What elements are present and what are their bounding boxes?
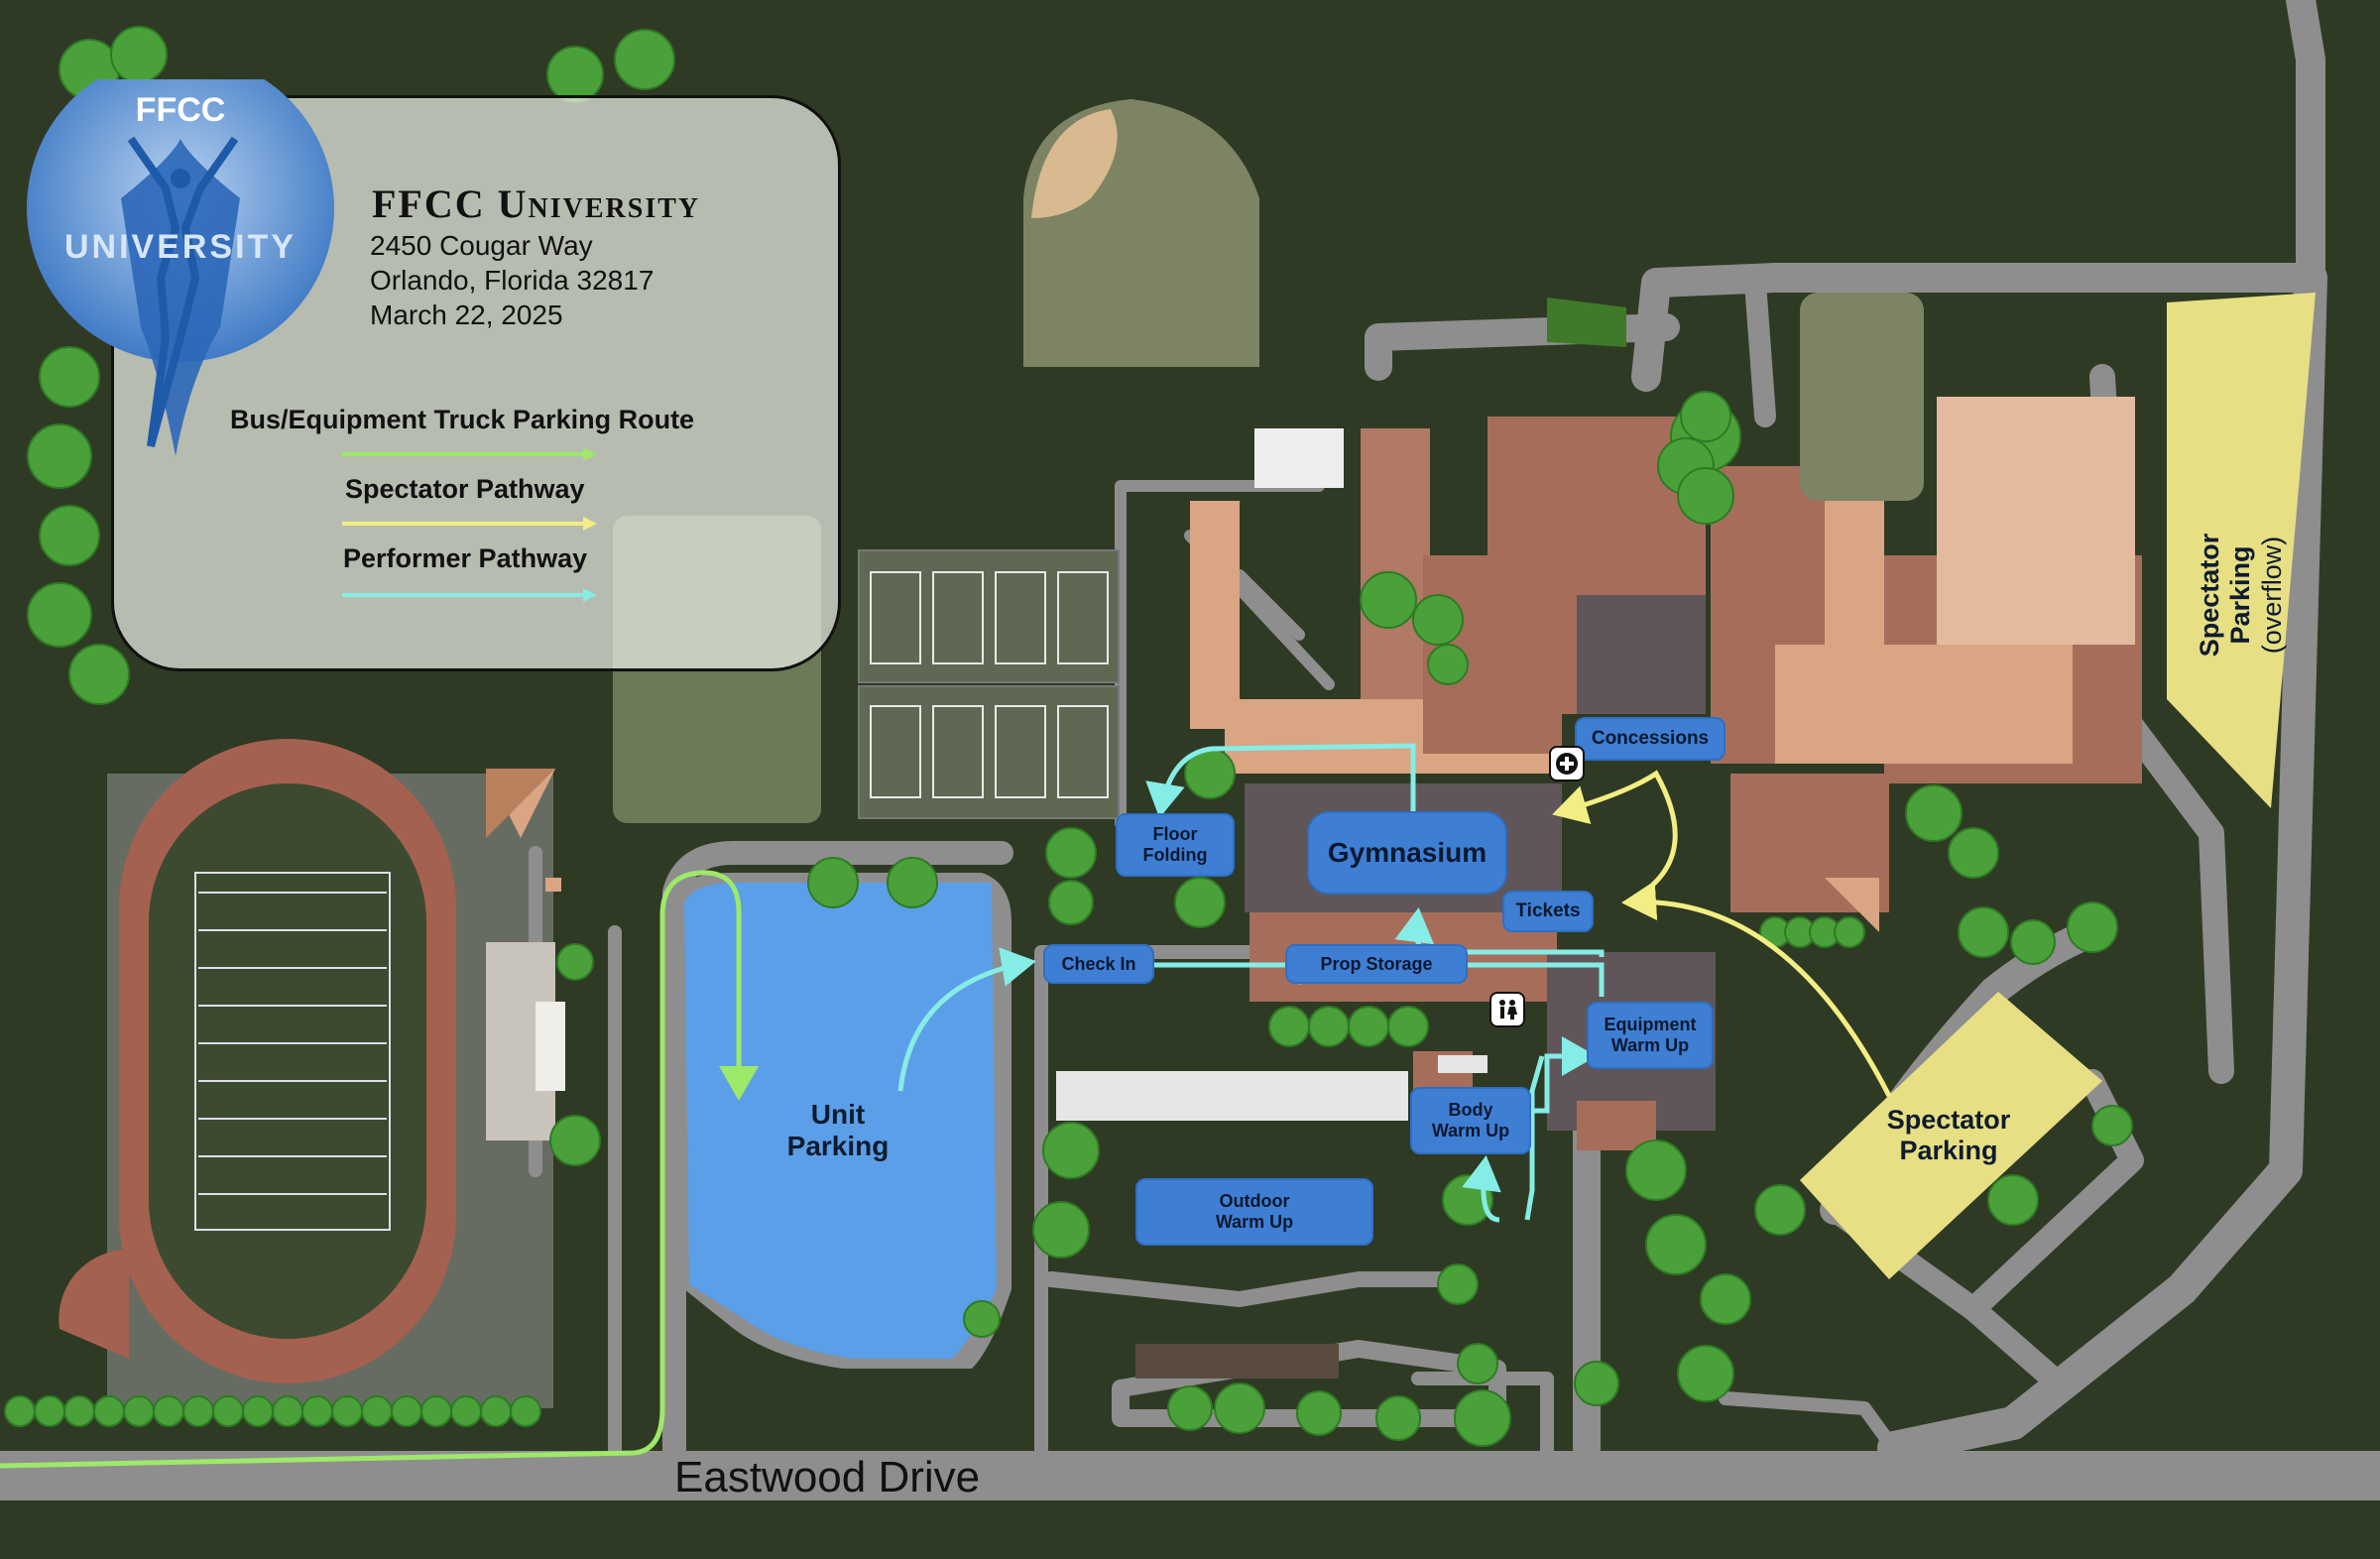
- address-line-1: 2450 Cougar Way: [370, 230, 593, 261]
- legend-spectator-label: Spectator Pathway: [345, 474, 585, 504]
- check-in-label[interactable]: Check In: [1043, 944, 1154, 984]
- courts: [858, 549, 1120, 819]
- spectator-lots: [1800, 293, 2316, 1279]
- tennis-court: [932, 571, 984, 664]
- basketball-court: [870, 705, 921, 798]
- basketball-court: [1057, 705, 1109, 798]
- prop-storage-label[interactable]: Prop Storage: [1285, 944, 1468, 984]
- basketball-court: [995, 705, 1046, 798]
- university-logo: FFCC UNIVERSITY: [27, 79, 334, 456]
- logo-mid-text: UNIVERSITY: [64, 228, 297, 266]
- legend-spectator-arrow: [342, 517, 597, 531]
- tickets-label[interactable]: Tickets: [1502, 891, 1594, 932]
- spectator-pathway: [1552, 770, 1892, 1098]
- trees: [27, 26, 2133, 1447]
- tennis-court: [995, 571, 1046, 664]
- road-label-eastwood: Eastwood Drive: [674, 1453, 981, 1501]
- buildings: [1056, 293, 2142, 1379]
- legend-performer-arrow: [342, 588, 597, 602]
- hedge-row: [4, 916, 1865, 1427]
- gymnasium-label[interactable]: Gymnasium: [1307, 811, 1507, 895]
- stadium: [59, 739, 565, 1408]
- event-date: March 22, 2025: [370, 300, 563, 330]
- legend-bus-label: Bus/Equipment Truck Parking Route: [230, 405, 695, 434]
- tennis-court: [870, 571, 921, 664]
- bus-route-path: [0, 870, 759, 1469]
- restroom-icon: [1489, 992, 1525, 1027]
- logo-top-text: FFCC: [136, 91, 226, 129]
- unit-parking-lot: [674, 873, 1012, 1369]
- legend-bus-arrow: [342, 447, 597, 461]
- first-aid-icon: [1549, 746, 1585, 781]
- concessions-label[interactable]: Concessions: [1575, 717, 1726, 761]
- legend-card: [111, 95, 841, 671]
- address-line-2: Orlando, Florida 32817: [370, 265, 654, 296]
- legend-performer-label: Performer Pathway: [343, 543, 588, 573]
- baseball-field: [1023, 99, 1259, 367]
- basketball-court: [932, 705, 984, 798]
- university-title: FFCC University: [372, 181, 701, 226]
- tennis-court: [1057, 571, 1109, 664]
